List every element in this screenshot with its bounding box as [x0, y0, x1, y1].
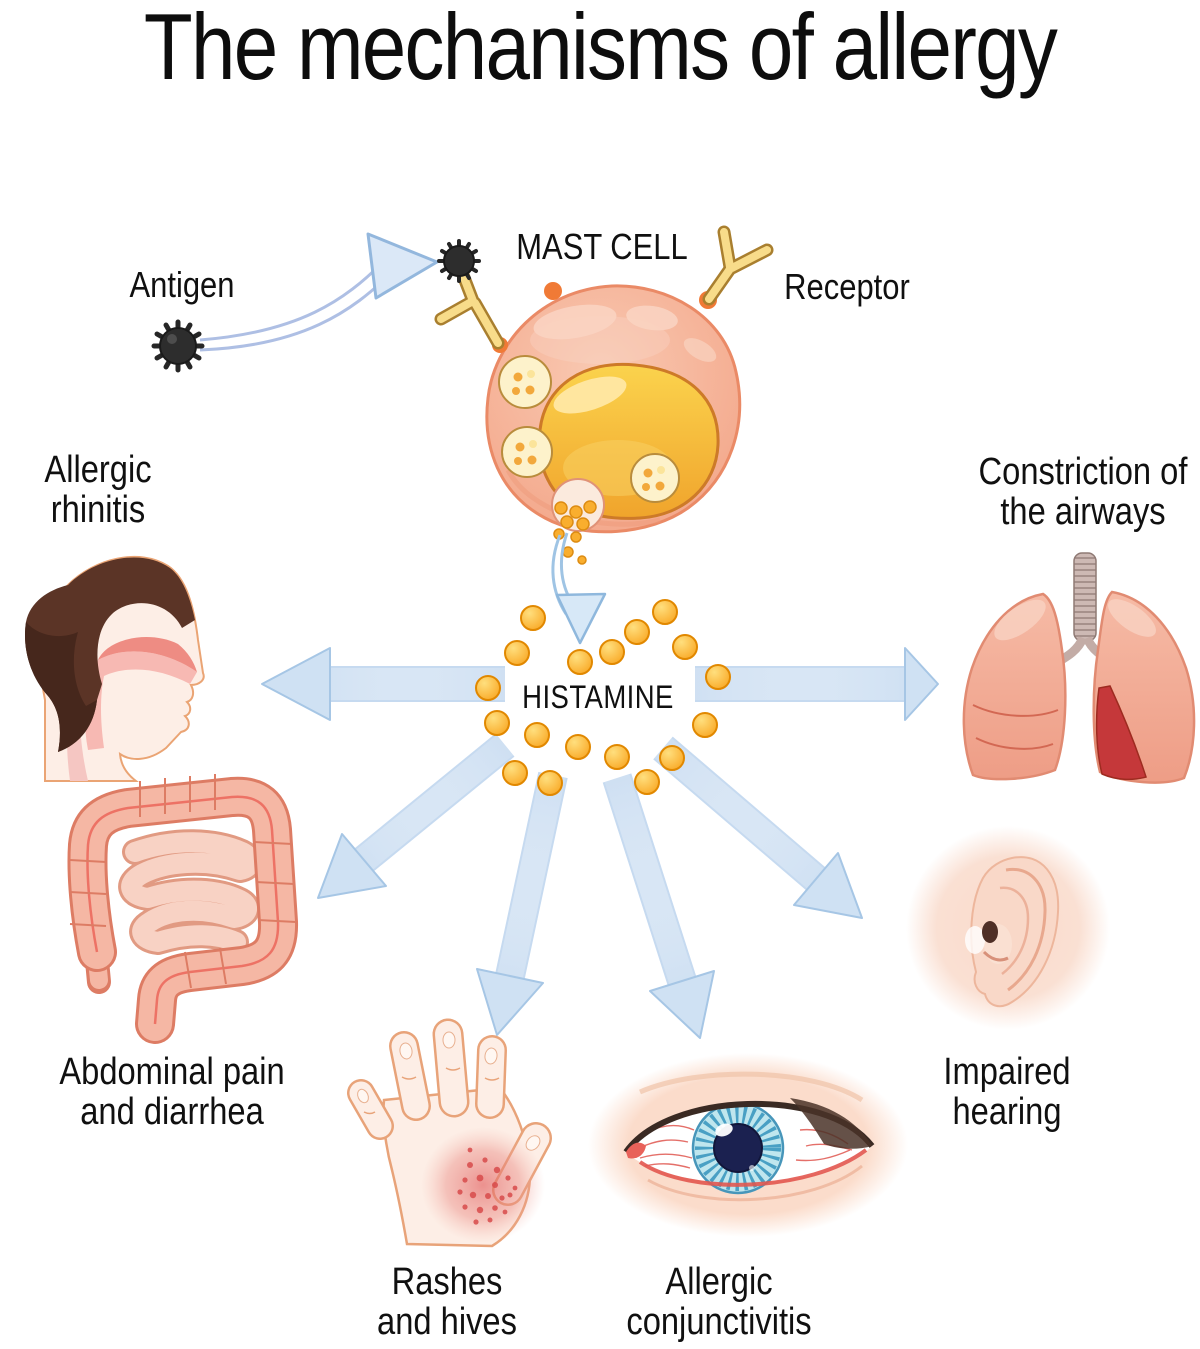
page-title: The mechanisms of allergy: [143, 0, 1058, 99]
mast-cell-illustration: [434, 225, 774, 565]
lower-eyelid-rim: [638, 1148, 868, 1187]
label-line: rhinitis: [50, 489, 146, 532]
label-line: Constriction of: [978, 451, 1188, 493]
label-line: and diarrhea: [80, 1091, 264, 1134]
label-allergic-conjunctivitis: Allergic conjunctivitis: [626, 1262, 811, 1343]
intestines-illustration: [67, 774, 299, 1044]
label-rashes-hives: Rashes and hives: [377, 1262, 517, 1343]
bound-antigen-icon: [437, 239, 481, 283]
label-abdominal-pain: Abdominal pain and diarrhea: [59, 1052, 284, 1133]
ear-illustration: [906, 826, 1110, 1030]
label-line: and hives: [377, 1301, 517, 1344]
arrow-left-rhinitis: [261, 647, 505, 721]
hand-illustration: [347, 1018, 552, 1248]
receptor-label: Receptor: [784, 266, 910, 307]
arrow-eye: [602, 773, 715, 1039]
receptor-left-icon: [434, 268, 505, 350]
inflamed-lung-area: [1095, 685, 1147, 781]
granule-vesicles: [498, 355, 680, 503]
degranulation-arrow: [551, 532, 607, 645]
arrow-hand: [476, 771, 568, 1036]
antigen-label: Antigen: [129, 264, 235, 305]
arrow-right-airways: [695, 647, 939, 721]
label-line: the airways: [1000, 491, 1166, 534]
head-illustration: [24, 555, 205, 782]
antigen-icon: [151, 319, 205, 373]
fingernails: [357, 1031, 541, 1151]
arrow-ear: [653, 736, 863, 919]
ear-outline: [970, 856, 1060, 1008]
ear-canal: [982, 921, 998, 943]
label-constriction-airways: Constriction of the airways: [979, 452, 1188, 533]
histamine-granules: [475, 599, 731, 796]
nasal-cavity: [84, 651, 197, 750]
histamine-label: HISTAMINE: [522, 679, 674, 715]
label-line: Allergic: [44, 449, 152, 491]
lungs-illustration: [962, 552, 1196, 784]
rash-dots: [457, 1147, 518, 1225]
label-line: Abdominal pain: [59, 1051, 285, 1093]
caruncle: [626, 1142, 646, 1159]
mast-cell-label: MAST CELL: [516, 226, 688, 267]
label-line: Rashes: [391, 1261, 503, 1303]
eye-illustration: [588, 1053, 908, 1237]
arrow-intestines: [317, 733, 515, 899]
label-line: Allergic: [665, 1261, 773, 1303]
label-line: conjunctivitis: [626, 1301, 812, 1344]
label-allergic-rhinitis: Allergic rhinitis: [44, 450, 151, 531]
label-impaired-hearing: Impaired hearing: [943, 1052, 1070, 1133]
iris: [691, 1101, 785, 1195]
degranulation: [551, 478, 605, 565]
receptor-right-icon: [702, 225, 774, 306]
left-lung: [962, 592, 1067, 781]
label-line: hearing: [952, 1091, 1062, 1134]
antigen-to-mastcell-arrow: [199, 232, 439, 352]
label-line: Impaired: [943, 1051, 1071, 1093]
rash-patch: [421, 1127, 545, 1243]
